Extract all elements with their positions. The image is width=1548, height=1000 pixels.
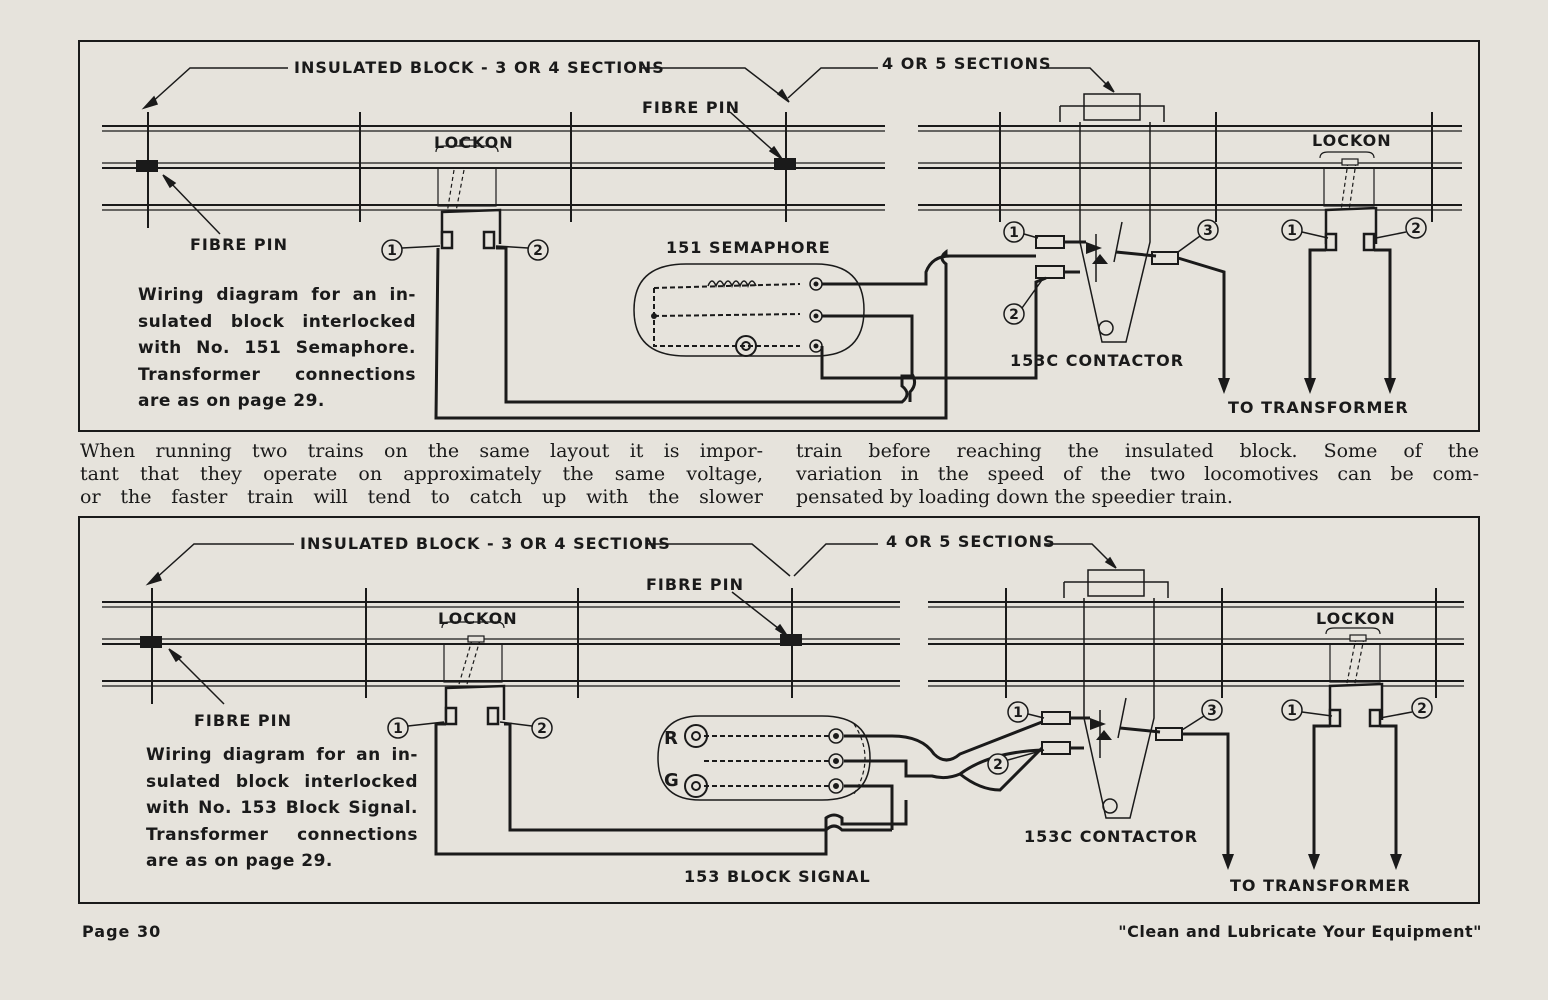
page-number: Page 30 xyxy=(82,922,162,941)
terminal-2-lockon-left: 2 xyxy=(533,243,543,259)
fibre-pin-left-label: FIBRE PIN xyxy=(190,235,288,254)
lockon-left-label: LOCKON xyxy=(434,133,514,152)
caption-line: are as on page 29. xyxy=(138,391,325,411)
body-text-right-column: train before reaching the insulated bloc… xyxy=(796,440,1479,509)
terminal-2-lockon-right: 2 xyxy=(1417,701,1427,717)
block-signal-label: 153 BLOCK SIGNAL xyxy=(684,867,871,886)
body-line: pensated by loading down the speedier tr… xyxy=(796,486,1233,508)
caption-line: with No. 153 Block Signal. xyxy=(146,798,418,818)
terminal-1-contactor: 1 xyxy=(1009,225,1019,241)
terminal-2-lockon-right: 2 xyxy=(1411,221,1421,237)
contactor-label: 153C CONTACTOR xyxy=(1024,827,1198,846)
caption-line: sulated block interlocked xyxy=(138,311,416,332)
body-line: or the faster train will tend to catch u… xyxy=(80,486,763,508)
caption-line: Transformer connections xyxy=(146,824,418,845)
terminal-2-lockon-left: 2 xyxy=(537,721,547,737)
fibre-pin-mid-label: FIBRE PIN xyxy=(642,98,740,117)
body-line: variation in the speed of the two locomo… xyxy=(796,463,1479,485)
contactor-label: 153C CONTACTOR xyxy=(1010,351,1184,370)
to-transformer-label: TO TRANSFORMER xyxy=(1230,876,1411,895)
lockon-right-label: LOCKON xyxy=(1316,609,1396,628)
terminal-2-contactor: 2 xyxy=(1009,307,1019,323)
fibre-pin-mid-label: FIBRE PIN xyxy=(646,575,744,594)
fibre-pin-left-marker xyxy=(136,160,158,172)
terminal-1-contactor: 1 xyxy=(1013,705,1023,721)
lockon-left-label: LOCKON xyxy=(438,609,518,628)
fibre-pin-left-marker xyxy=(140,636,162,648)
semaphore-label: 151 SEMAPHORE xyxy=(666,238,831,257)
terminal-1-lockon-left: 1 xyxy=(387,243,397,259)
caption-semaphore: Wiring diagram for an in- sulated block … xyxy=(138,282,416,415)
caption-line: Wiring diagram for an in- xyxy=(138,285,416,305)
wiring-diagram-block-signal: 1 2 1 2 3 1 2 R G INSULATED BLOCK - 3 OR… xyxy=(78,516,1480,904)
body-line: train before reaching the insulated bloc… xyxy=(796,440,1479,462)
signal-green-label: G xyxy=(664,770,680,791)
terminal-3-contactor: 3 xyxy=(1203,223,1213,239)
lockon-right-label: LOCKON xyxy=(1312,131,1392,150)
caption-block-signal: Wiring diagram for an in- sulated block … xyxy=(146,742,418,875)
sections-label: 4 OR 5 SECTIONS xyxy=(886,532,1055,551)
caption-line: with No. 151 Semaphore. xyxy=(138,338,416,358)
caption-line: Wiring diagram for an in- xyxy=(146,745,418,765)
fibre-pin-mid-marker xyxy=(780,634,802,646)
body-line: When running two trains on the same layo… xyxy=(80,440,763,462)
signal-red-label: R xyxy=(664,728,679,749)
terminal-1-lockon-left: 1 xyxy=(393,721,403,737)
terminal-2-contactor: 2 xyxy=(993,757,1003,773)
fibre-pin-mid-marker xyxy=(774,158,796,170)
fibre-pin-left-label: FIBRE PIN xyxy=(194,711,292,730)
body-text-left-column: When running two trains on the same layo… xyxy=(80,440,763,509)
caption-line: are as on page 29. xyxy=(146,851,333,871)
sections-label: 4 OR 5 SECTIONS xyxy=(882,54,1051,73)
footer-slogan: "Clean and Lubricate Your Equipment" xyxy=(1118,922,1482,941)
terminal-1-lockon-right: 1 xyxy=(1287,223,1297,239)
block-signal-diagram-svg: 1 2 1 2 3 1 2 R G INSULATED BLOCK - 3 OR… xyxy=(102,532,1464,895)
insulated-block-label: INSULATED BLOCK - 3 OR 4 SECTIONS xyxy=(294,58,665,77)
caption-line: sulated block interlocked xyxy=(146,771,418,792)
terminal-3-contactor: 3 xyxy=(1207,703,1217,719)
body-text: When running two trains on the same layo… xyxy=(80,440,1482,512)
insulated-block-label: INSULATED BLOCK - 3 OR 4 SECTIONS xyxy=(300,534,671,553)
semaphore-diagram-svg: 1 2 1 2 3 1 2 INSULATED BLOCK - 3 OR 4 S… xyxy=(102,54,1462,420)
caption-line: Transformer connections xyxy=(138,364,416,385)
body-line: tant that they operate on approximately … xyxy=(80,463,763,485)
to-transformer-label: TO TRANSFORMER xyxy=(1228,398,1409,417)
wiring-diagram-semaphore: 1 2 1 2 3 1 2 INSULATED BLOCK - 3 OR 4 S… xyxy=(78,40,1480,432)
terminal-1-lockon-right: 1 xyxy=(1287,703,1297,719)
